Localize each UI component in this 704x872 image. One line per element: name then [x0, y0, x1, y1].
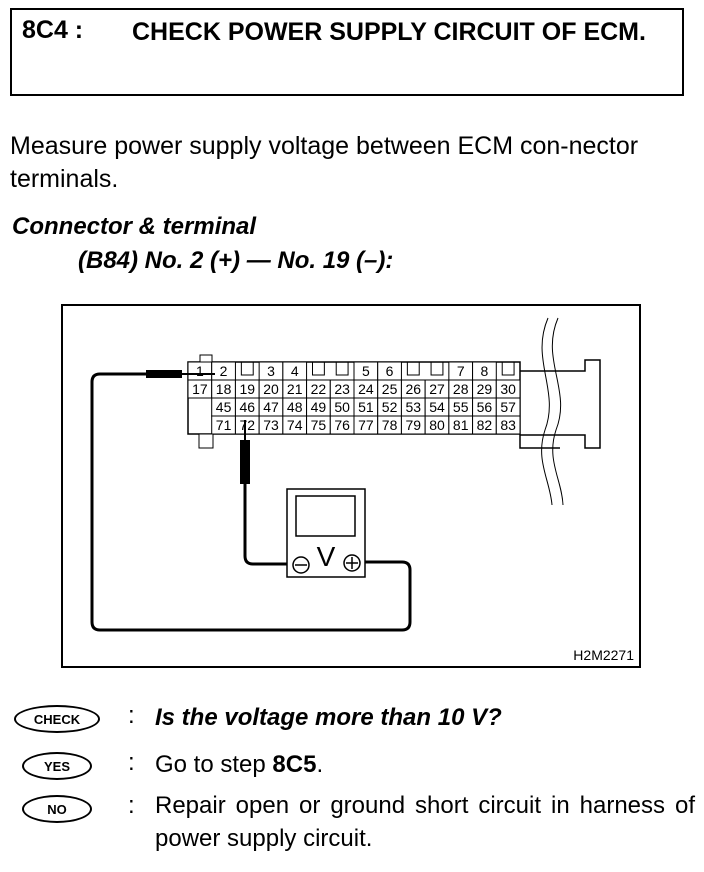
terminal-label-26: 26 — [405, 381, 421, 397]
voltmeter-symbol: V — [317, 541, 336, 572]
terminal-label-74: 74 — [287, 417, 303, 433]
instruction-text: Measure power supply voltage between ECM… — [10, 132, 639, 193]
terminal-label-48: 48 — [287, 399, 303, 415]
connector-key-notch — [430, 362, 444, 376]
voltmeter-display — [295, 495, 356, 537]
terminal-label-47: 47 — [263, 399, 279, 415]
terminal-label-75: 75 — [311, 417, 327, 433]
positive-lead-wire — [90, 372, 412, 632]
step-title-box: 8C4 : CHECK POWER SUPPLY CIRCUIT OF ECM. — [10, 8, 684, 96]
check-badge: CHECK — [14, 705, 100, 733]
connector-latch-bottom — [198, 433, 214, 449]
terminal-label-28: 28 — [453, 381, 469, 397]
yes-action: Go to step 8C5. — [155, 751, 324, 778]
terminal-label-80: 80 — [429, 417, 445, 433]
terminal-label-18: 18 — [216, 381, 232, 397]
check-question: Is the voltage more than 10 V? — [155, 704, 502, 731]
terminal-label-21: 21 — [287, 381, 303, 397]
terminal-label-30: 30 — [500, 381, 516, 397]
terminal-label-54: 54 — [429, 399, 445, 415]
diagram-frame — [61, 304, 641, 668]
positive-probe — [146, 370, 182, 378]
no-action: Repair open or ground short circuit in h… — [155, 792, 695, 852]
terminal-label-17: 17 — [192, 381, 208, 397]
negative-probe — [240, 440, 250, 484]
terminal-label-57: 57 — [500, 399, 516, 415]
step-title: CHECK POWER SUPPLY CIRCUIT OF ECM. — [132, 18, 646, 46]
terminal-label-52: 52 — [382, 399, 398, 415]
terminal-label-20: 20 — [263, 381, 279, 397]
connector-housing — [519, 359, 601, 449]
terminal-label-83: 83 — [500, 417, 516, 433]
terminal-label-7: 7 — [457, 363, 465, 379]
voltmeter: V — [286, 488, 366, 578]
terminal-label-78: 78 — [382, 417, 398, 433]
terminal-cell-83 — [495, 415, 521, 435]
negative-lead-wire — [243, 484, 290, 566]
terminal-label-1: 1 — [196, 363, 204, 379]
connector-key-notch — [406, 362, 420, 376]
terminal-label-22: 22 — [311, 381, 327, 397]
terminal-label-55: 55 — [453, 399, 469, 415]
terminal-label-45: 45 — [216, 399, 232, 415]
terminal-label-53: 53 — [405, 399, 421, 415]
terminal-label-23: 23 — [334, 381, 350, 397]
next-step-ref: 8C5 — [272, 751, 317, 778]
terminal-label-3: 3 — [267, 363, 275, 379]
terminal-label-24: 24 — [358, 381, 374, 397]
terminal-label-72: 72 — [239, 417, 255, 433]
figure-id: H2M2271 — [573, 647, 634, 663]
terminal-spec: (B84) No. 2 (+) — No. 19 (–): — [78, 247, 394, 274]
terminal-label-29: 29 — [477, 381, 493, 397]
terminal-label-4: 4 — [291, 363, 299, 379]
no-badge: NO — [22, 795, 92, 823]
terminal-label-46: 46 — [239, 399, 255, 415]
terminal-label-81: 81 — [453, 417, 469, 433]
break-line-1 — [541, 317, 553, 506]
break-line-2 — [551, 317, 564, 506]
terminal-label-2: 2 — [220, 363, 228, 379]
connector-key-notch — [240, 362, 254, 376]
connector-key-notch — [335, 362, 349, 376]
step-number: 8C4 : — [22, 16, 84, 44]
yes-badge: YES — [22, 752, 92, 780]
terminal-label-82: 82 — [477, 417, 493, 433]
terminal-label-25: 25 — [382, 381, 398, 397]
connector-key-notch — [501, 362, 515, 376]
terminal-label-8: 8 — [481, 363, 489, 379]
terminal-label-77: 77 — [358, 417, 374, 433]
terminal-label-51: 51 — [358, 399, 374, 415]
terminal-label-76: 76 — [334, 417, 350, 433]
terminal-label-5: 5 — [362, 363, 370, 379]
terminal-label-19: 19 — [239, 381, 255, 397]
connector-label: Connector & terminal — [12, 213, 257, 240]
terminal-label-56: 56 — [477, 399, 493, 415]
terminal-label-27: 27 — [429, 381, 445, 397]
connector-key-notch — [312, 362, 325, 376]
terminal-label-71: 71 — [216, 417, 232, 433]
terminal-label-79: 79 — [405, 417, 421, 433]
terminal-label-73: 73 — [263, 417, 279, 433]
terminal-label-50: 50 — [334, 399, 350, 415]
terminal-label-49: 49 — [311, 399, 327, 415]
terminal-label-6: 6 — [386, 363, 394, 379]
